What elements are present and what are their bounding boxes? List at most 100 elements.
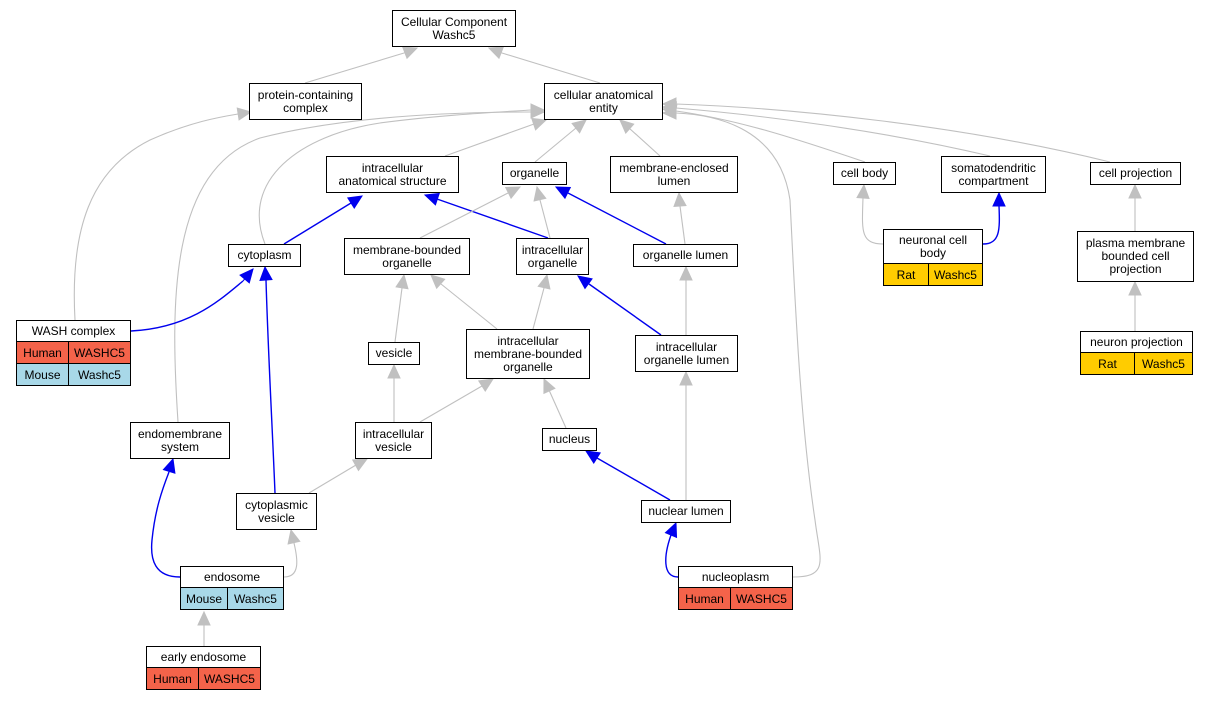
node-cytoplasmic-vesicle[interactable]: cytoplasmic vesicle	[236, 493, 317, 530]
edge-intracellular-structure-to-cellular-entity	[444, 123, 535, 157]
edge-cell-body-to-cellular-entity	[675, 110, 866, 163]
edge-cytoplasm-to-intracellular-structure-tail	[350, 195, 363, 204]
node-intracellular-structure[interactable]: intracellular anatomical structure	[326, 156, 459, 193]
node-cytoplasm[interactable]: cytoplasm	[228, 244, 301, 267]
node-membrane-bounded-organelle[interactable]: membrane-bounded organelle	[344, 238, 470, 275]
species-label: Mouse	[180, 587, 228, 610]
node-cell-projection[interactable]: cell projection	[1090, 162, 1181, 185]
edge-endosome-to-cytoplasmic-vesicle	[283, 542, 298, 578]
edge-membrane-bounded-organelle-to-organelle-tail	[507, 186, 521, 194]
edge-cytoplasmic-vesicle-to-cytoplasm	[265, 279, 276, 494]
node-nuclear-lumen[interactable]: nuclear lumen	[641, 500, 731, 523]
node-intracellular-organelle[interactable]: intracellular organelle	[516, 238, 589, 275]
node-root[interactable]: Cellular Component Washc5	[392, 10, 516, 47]
edge-intracellular-structure-to-cellular-entity-tail	[533, 119, 547, 125]
species-label: Human	[16, 341, 69, 364]
edge-organelle-to-cellular-entity	[534, 127, 577, 163]
gene-label: Washc5	[68, 363, 131, 386]
edge-neuronal-cell-body-to-cell-body	[861, 197, 884, 245]
node-organelle-lumen[interactable]: organelle lumen	[633, 244, 738, 267]
edge-wash-complex-to-cytoplasm-tail	[242, 268, 254, 282]
node-vesicle[interactable]: vesicle	[368, 342, 420, 365]
edge-intracellular-organelle-to-intracellular-structure-tail	[424, 194, 438, 200]
edge-organelle-lumen-to-membrane-enclosed-lumen	[679, 205, 686, 245]
edge-organelle-lumen-to-organelle	[567, 192, 667, 245]
node-neuronal-cell-body[interactable]: neuronal cell body	[883, 229, 983, 264]
edge-cytoplasmic-vesicle-to-intracellular-vesicle-tail	[355, 458, 368, 466]
edge-nucleoplasm-to-cellular-entity	[675, 112, 821, 578]
edge-cytoplasmic-vesicle-to-intracellular-vesicle	[308, 464, 357, 494]
edge-protein-complex-to-root	[304, 52, 405, 84]
edge-membrane-enclosed-lumen-to-cellular-entity-tail	[619, 119, 630, 129]
edge-intracellular-vesicle-to-intracellular-mb-organelle	[419, 385, 483, 423]
node-intracellular-mb-organelle[interactable]: intracellular membrane-bounded organelle	[466, 329, 590, 379]
edge-endosome-to-endomembrane	[150, 471, 181, 578]
edge-cytoplasmic-vesicle-to-cytoplasm-tail	[264, 266, 267, 281]
edge-wash-complex-to-cytoplasm	[130, 280, 244, 332]
edge-neuronal-cell-body-to-somatodendritic	[982, 205, 1001, 245]
edge-vesicle-to-membrane-bounded-organelle	[394, 287, 403, 343]
node-intracellular-vesicle[interactable]: intracellular vesicle	[355, 422, 432, 459]
edge-nuclear-lumen-to-nucleus	[596, 457, 671, 501]
edge-intracellular-organelle-lumen-to-intracellular-organelle	[588, 283, 662, 336]
edge-nucleoplasm-to-nuclear-lumen	[665, 534, 679, 578]
node-endosome[interactable]: endosome	[180, 566, 284, 588]
edge-organelle-lumen-to-membrane-enclosed-lumen-tail	[678, 192, 681, 207]
edge-protein-complex-to-root-tail	[403, 47, 418, 54]
node-intracellular-organelle-lumen[interactable]: intracellular organelle lumen	[635, 335, 738, 372]
edge-vesicle-to-membrane-bounded-organelle-tail	[401, 274, 405, 289]
edge-cytoplasm-to-intracellular-structure	[283, 202, 352, 245]
node-somatodendritic[interactable]: somatodendritic compartment	[941, 156, 1046, 193]
edge-intracellular-organelle-to-intracellular-structure	[436, 198, 549, 239]
edge-intracellular-mb-organelle-to-intracellular-organelle-tail	[543, 274, 548, 289]
edge-intracellular-mb-organelle-to-membrane-bounded-organelle-tail	[430, 274, 442, 285]
edge-wash-complex-to-protein-complex	[73, 113, 239, 321]
species-label: Rat	[1080, 352, 1135, 375]
edge-nucleus-to-intracellular-mb-organelle	[548, 389, 567, 429]
node-neuron-projection[interactable]: neuron projection	[1080, 331, 1193, 353]
species-label: Mouse	[16, 363, 69, 386]
node-early-endosome[interactable]: early endosome	[146, 646, 261, 668]
edge-membrane-bounded-organelle-to-organelle	[419, 192, 509, 239]
edge-intracellular-vesicle-to-intracellular-mb-organelle-tail	[481, 378, 494, 387]
edge-organelle-lumen-to-organelle-tail	[555, 186, 569, 194]
edge-cell-projection-to-cellular-entity	[675, 103, 1111, 163]
edge-intracellular-structure-to-cellular-entity-arrowhead	[531, 117, 548, 131]
edge-cellular-entity-to-root-tail	[488, 47, 503, 54]
node-nucleoplasm[interactable]: nucleoplasm	[678, 566, 793, 588]
edge-intracellular-mb-organelle-to-membrane-bounded-organelle	[440, 283, 498, 330]
edge-nucleoplasm-to-nuclear-lumen-tail	[670, 522, 677, 536]
node-cell-body[interactable]: cell body	[833, 162, 896, 185]
edge-cellular-entity-to-root	[501, 52, 601, 84]
species-label: Human	[678, 587, 731, 610]
gene-label: Washc5	[227, 587, 284, 610]
node-wash-complex[interactable]: WASH complex	[16, 320, 131, 342]
node-nucleus[interactable]: nucleus	[542, 428, 597, 451]
node-endomembrane[interactable]: endomembrane system	[130, 422, 230, 459]
edge-membrane-enclosed-lumen-to-cellular-entity	[628, 127, 661, 157]
node-organelle[interactable]: organelle	[502, 162, 567, 185]
gene-label: WASHC5	[730, 587, 793, 610]
edge-nuclear-lumen-to-nucleus-tail	[585, 450, 598, 459]
species-label: Human	[146, 667, 199, 690]
edge-intracellular-organelle-to-organelle-tail	[536, 186, 541, 201]
node-protein-complex[interactable]: protein-containing complex	[249, 83, 362, 120]
edge-organelle-to-cellular-entity-tail	[575, 119, 587, 129]
node-cellular-entity[interactable]: cellular anatomical entity	[544, 83, 663, 120]
edge-somatodendritic-to-cellular-entity	[675, 107, 991, 157]
edge-endosome-to-endomembrane-tail	[168, 458, 174, 473]
node-pm-bounded-projection[interactable]: plasma membrane bounded cell projection	[1077, 231, 1194, 282]
edge-nucleus-to-intracellular-mb-organelle-arrowhead	[543, 377, 556, 395]
edge-intracellular-organelle-lumen-to-intracellular-organelle-tail	[577, 275, 590, 285]
gene-label: Washc5	[1134, 352, 1193, 375]
node-membrane-enclosed-lumen[interactable]: membrane-enclosed lumen	[610, 156, 738, 193]
gene-label: Washc5	[928, 263, 983, 286]
gene-label: WASHC5	[198, 667, 261, 690]
